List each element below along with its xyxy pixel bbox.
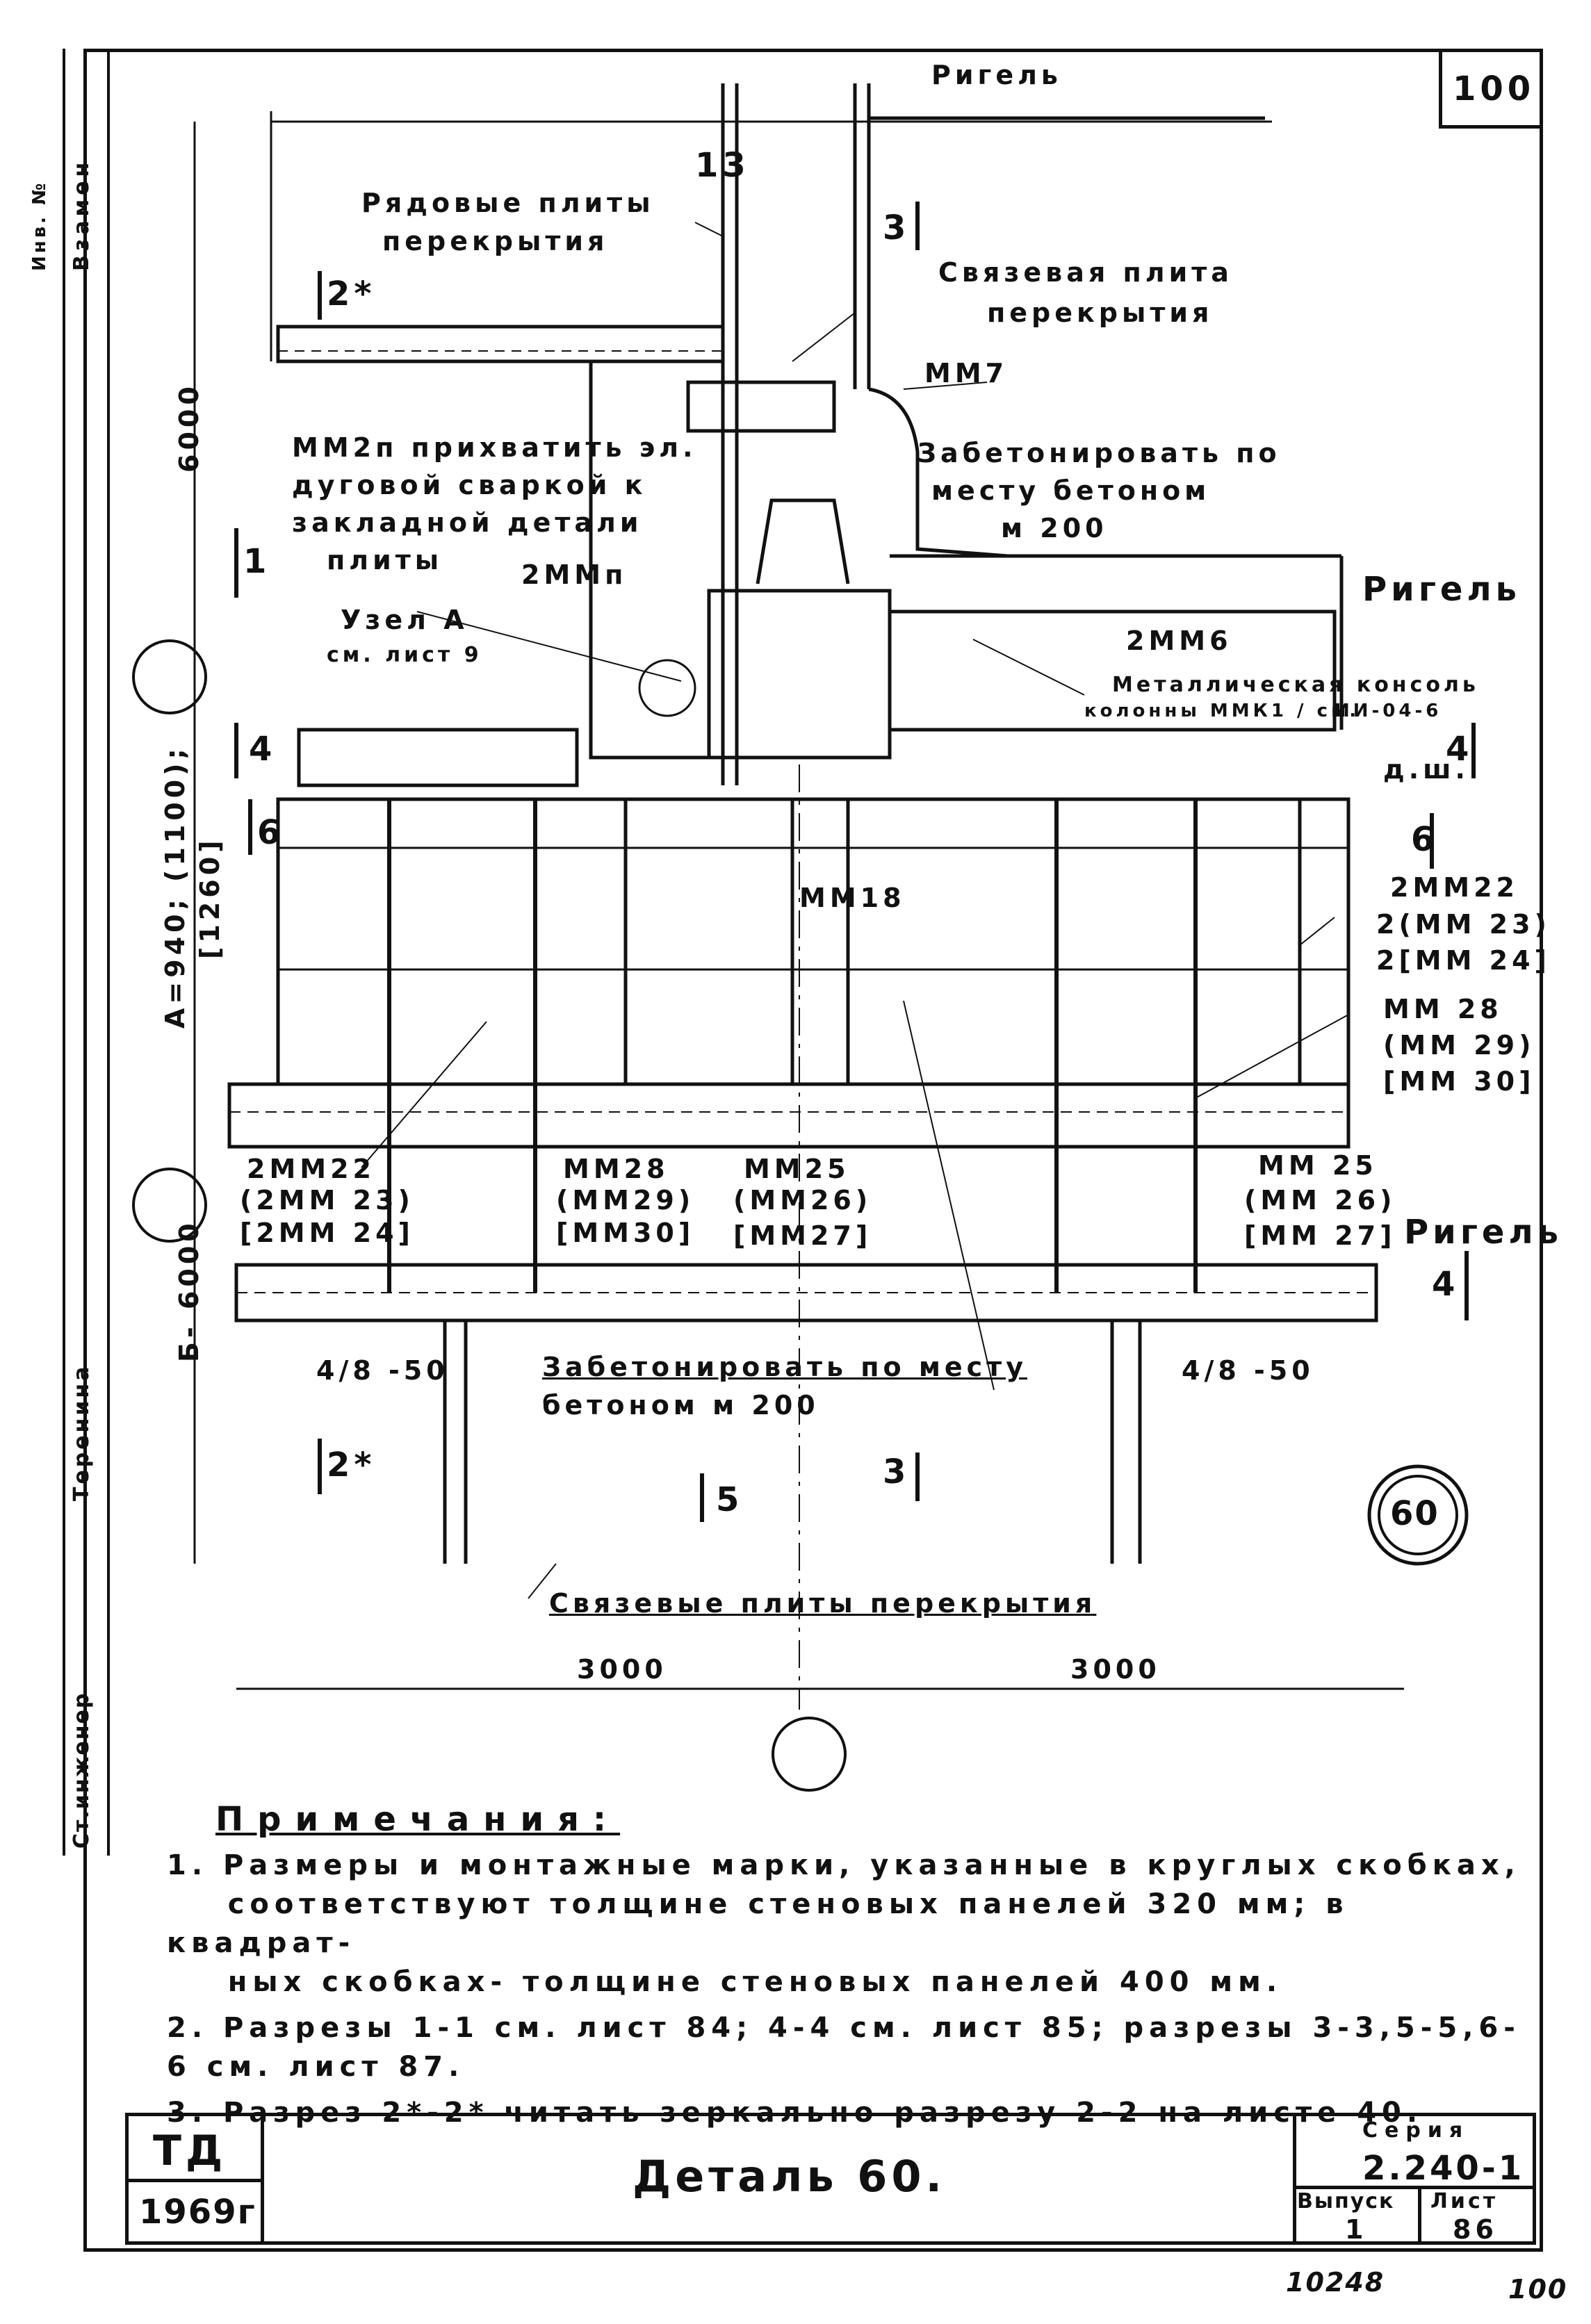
section-3-bottom: 3 <box>883 1452 911 1491</box>
label-mm22-left: 2ММ22 <box>247 1154 375 1184</box>
label-zabeton-bottom-2: бетоном м 200 <box>542 1390 819 1421</box>
label-mm26-c: (ММ 26) <box>1244 1185 1396 1216</box>
section-3-top: 3 <box>883 208 911 247</box>
label-zabeton-1: Забетонировать по <box>917 438 1281 468</box>
label-svyazevye-plity: Связевые плиты перекрытия <box>549 1588 1097 1619</box>
label-frac-left: 4/8 -50 <box>316 1355 449 1386</box>
title-year: 1969г <box>139 2193 256 2232</box>
label-rigel-low: Ригель <box>1404 1213 1563 1252</box>
section-13: 13 <box>695 146 750 185</box>
title-year-cell <box>125 2179 264 2245</box>
label-mm27-b: [ММ27] <box>733 1220 872 1251</box>
label-zabeton-bottom-1: Забетонировать по месту <box>542 1352 1027 1382</box>
label-mm27-c: [ММ 27] <box>1244 1220 1396 1251</box>
section-2-bottom: 2* <box>327 1446 376 1484</box>
label-rigel-top: Ригель <box>931 60 1062 90</box>
label-zabeton-3: м 200 <box>1001 513 1108 543</box>
title-seria-label: Серия <box>1362 2118 1470 2143</box>
label-metal-console: Металлическая консоль <box>1112 673 1479 697</box>
sheet-number-box <box>1439 49 1540 129</box>
sheet-number: 100 <box>1453 69 1535 108</box>
title-org: ТД <box>153 2127 227 2175</box>
dim-6000-top: 6000 <box>174 382 204 473</box>
label-mm23-left: (2ММ 23) <box>240 1185 414 1216</box>
label-mm2p-note-1: ММ2п прихватить эл. <box>292 432 697 463</box>
side-stamp <box>63 49 110 1856</box>
label-mm29-b: (ММ29) <box>556 1185 695 1216</box>
label-svyazevaya-plita-2: перекрытия <box>987 297 1214 328</box>
label-mm28-b: ММ28 <box>563 1154 669 1184</box>
label-frac-right: 4/8 -50 <box>1182 1355 1314 1386</box>
detail-drawing <box>193 83 1476 1710</box>
label-svyazevaya-plita: Связевая плита <box>938 257 1233 288</box>
label-mm29-right: (ММ 29) <box>1383 1030 1535 1061</box>
label-mm24-right: 2[ММ 24] <box>1376 945 1551 976</box>
label-metal-console-ref: ИИ-04-6 <box>1335 701 1442 721</box>
label-rigel-mid: Ригель <box>1362 570 1521 609</box>
section-1: 1 <box>243 542 271 581</box>
dim-a2: [1260] <box>195 836 225 960</box>
title-vypusk-label: Выпуск <box>1297 2189 1395 2213</box>
label-zabeton-2: месту бетоном <box>931 475 1211 506</box>
punch-hole <box>132 1168 207 1243</box>
section-5: 5 <box>716 1480 744 1519</box>
dim-3000-left: 3000 <box>577 1654 667 1685</box>
title-list-cell <box>1418 2186 1536 2245</box>
title-vypusk-value: 1 <box>1345 2214 1368 2245</box>
title-list-label: Лист <box>1430 2189 1499 2213</box>
label-2mmp: 2ММп <box>521 559 628 590</box>
label-mm2p-note-4: плиты <box>327 545 443 575</box>
label-mm26-b: (ММ26) <box>733 1185 872 1216</box>
punch-hole <box>772 1717 847 1792</box>
footer-page: 100 <box>1508 2274 1568 2305</box>
dim-a: А=940; (1100); <box>160 744 190 1029</box>
section-6-right: 6 <box>1411 820 1439 859</box>
section-2-top: 2* <box>327 275 376 313</box>
label-uzel-a-ref: см. лист 9 <box>327 643 482 667</box>
title-list-value: 86 <box>1453 2214 1498 2245</box>
label-mm18: ММ18 <box>799 883 906 913</box>
label-ryadovye-plity-2: перекрытия <box>382 226 609 256</box>
section-4-low: 4 <box>1432 1265 1460 1304</box>
label-d-sh: д.ш. <box>1383 754 1469 785</box>
drawing-frame <box>83 49 1543 2252</box>
note-2: 2. Разрезы 1-1 см. лист 84; 4-4 см. лист… <box>167 2012 1521 2083</box>
detail-number: 60 <box>1390 1494 1439 1533</box>
label-mm30-right: [ММ 30] <box>1383 1066 1535 1097</box>
section-6-left: 6 <box>257 813 285 852</box>
label-ryadovye-plity: Рядовые плиты <box>361 188 655 218</box>
dim-3000-right: 3000 <box>1070 1654 1161 1685</box>
label-uzel-a: Узел А <box>341 605 468 635</box>
footer-code: 10248 <box>1286 2267 1385 2298</box>
label-mm6: 2ММ6 <box>1126 625 1232 656</box>
label-metal-console-2: колонны ММК1 / см. <box>1084 701 1360 721</box>
label-mm2p-note-2: дуговой сваркой к <box>292 470 647 500</box>
dim-b: Б- 6000 <box>174 1219 204 1362</box>
label-mm24-left: [2ММ 24] <box>240 1218 414 1248</box>
title-seria-value: 2.240-1 <box>1362 2149 1525 2188</box>
section-4-left: 4 <box>249 730 277 769</box>
label-mm22-right: 2ММ22 <box>1390 872 1519 903</box>
label-mm28-right: ММ 28 <box>1383 994 1503 1024</box>
label-mm23-right: 2(ММ 23) <box>1376 909 1551 940</box>
label-mm25-b: ММ25 <box>744 1154 850 1184</box>
notes-header: Примечания: <box>215 1800 621 1839</box>
label-mm2p-note-3: закладной детали <box>292 507 643 538</box>
notes-block: Примечания: 1. Размеры и монтажные марки… <box>167 1800 1543 2132</box>
punch-hole <box>132 639 207 714</box>
section-4-right: 4 <box>1446 730 1474 769</box>
note-1: 1. Размеры и монтажные марки, указанные … <box>167 1849 1521 1998</box>
label-mm30-b: [ММ30] <box>556 1218 695 1248</box>
label-mm25-c: ММ 25 <box>1258 1150 1378 1181</box>
label-mm7: ММ7 <box>924 358 1009 388</box>
title-text: Деталь 60. <box>633 2151 947 2202</box>
